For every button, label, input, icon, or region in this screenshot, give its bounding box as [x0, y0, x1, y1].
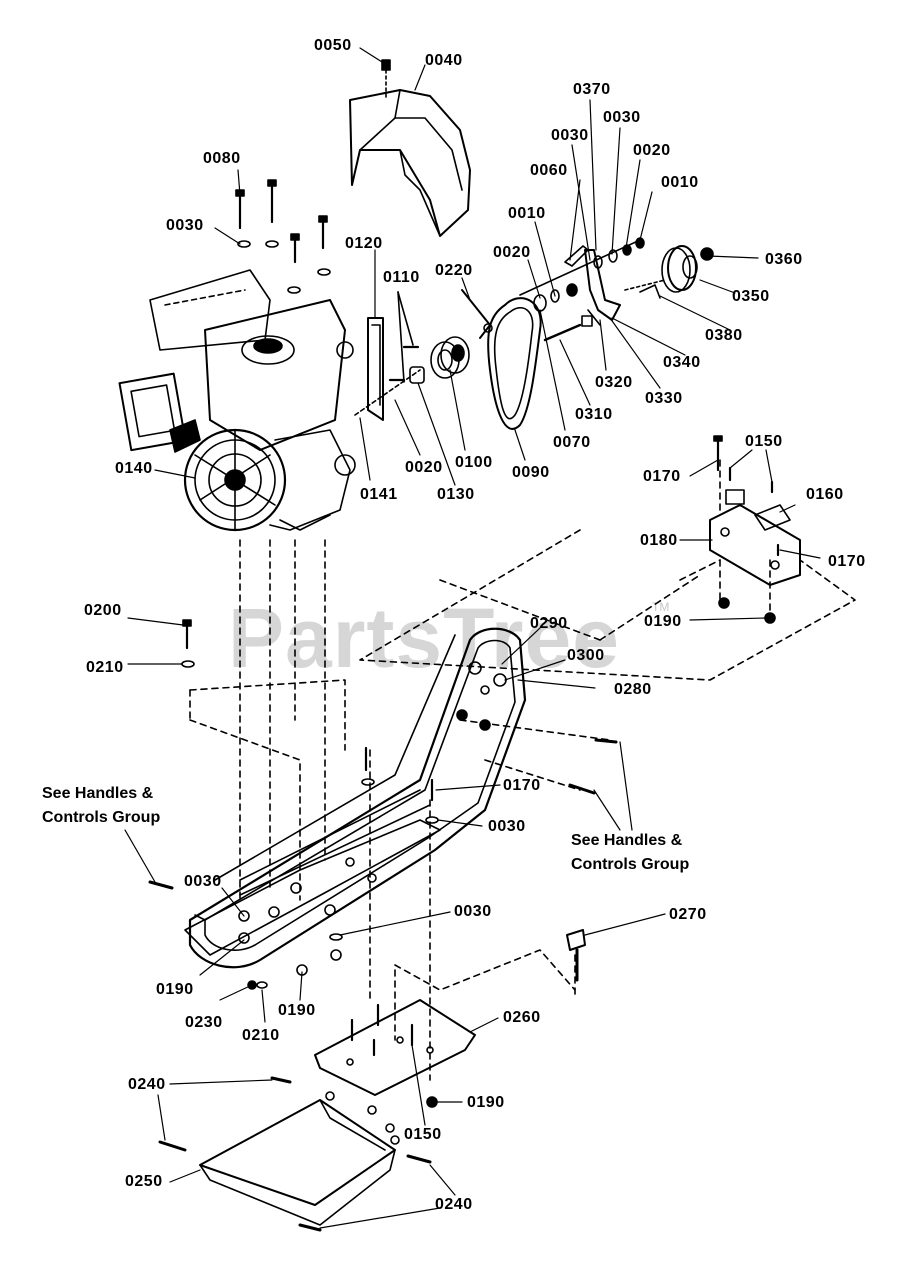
callout-0090[interactable]: 0090	[512, 464, 550, 481]
callout-0130[interactable]: 0130	[437, 486, 475, 503]
callout-0240-b[interactable]: 0240	[435, 1196, 473, 1213]
crankshaft-parts	[354, 336, 470, 416]
callout-0190-b[interactable]: 0190	[156, 981, 194, 998]
callout-0180[interactable]: 0180	[640, 532, 678, 549]
callout-0330[interactable]: 0330	[645, 390, 683, 407]
callout-0020-a[interactable]: 0020	[633, 142, 671, 159]
callout-0150-a[interactable]: 0150	[745, 433, 783, 450]
screws-0110	[388, 291, 420, 383]
callout-0110[interactable]: 0110	[383, 269, 420, 286]
callout-0020-b[interactable]: 0020	[493, 244, 531, 261]
callout-0100[interactable]: 0100	[455, 454, 493, 471]
callout-0230[interactable]: 0230	[185, 1014, 223, 1031]
callout-0160[interactable]: 0160	[806, 486, 844, 503]
callout-0200[interactable]: 0200	[84, 602, 122, 619]
washers-0230	[247, 980, 268, 990]
callout-0050[interactable]: 0050	[314, 37, 352, 54]
callout-0280[interactable]: 0280	[614, 681, 652, 698]
callout-0020-c[interactable]: 0020	[405, 459, 443, 476]
skid-plate-0260	[314, 999, 476, 1115]
callout-0030-a[interactable]: 0030	[603, 109, 641, 126]
callout-0010-b[interactable]: 0010	[508, 205, 546, 222]
callout-0010-a[interactable]: 0010	[661, 174, 699, 191]
callout-0240-a[interactable]: 0240	[128, 1076, 166, 1093]
bolt-0200	[181, 619, 195, 668]
knob-0270	[566, 929, 586, 982]
callout-0290[interactable]: 0290	[530, 615, 568, 632]
callout-0360[interactable]: 0360	[765, 251, 803, 268]
frame-base	[184, 789, 441, 956]
callout-0070[interactable]: 0070	[553, 434, 591, 451]
belt-keeper-0220	[461, 289, 493, 339]
callout-0140[interactable]: 0140	[115, 460, 153, 477]
callout-0370[interactable]: 0370	[573, 81, 611, 98]
callout-0270[interactable]: 0270	[669, 906, 707, 923]
note-left-line1: See Handles &	[42, 785, 154, 802]
callout-0320[interactable]: 0320	[595, 374, 633, 391]
callout-0170-b[interactable]: 0170	[828, 553, 866, 570]
callout-0170-a[interactable]: 0170	[643, 468, 681, 485]
pulley-bracket	[367, 317, 384, 421]
belt-guard	[349, 89, 471, 237]
callout-0350[interactable]: 0350	[732, 288, 770, 305]
callout-0210-b[interactable]: 0210	[242, 1027, 280, 1044]
callout-0190-a[interactable]: 0190	[644, 613, 682, 630]
callout-0030-b[interactable]: 0030	[551, 127, 589, 144]
callout-0220[interactable]: 0220	[435, 262, 473, 279]
callout-0300[interactable]: 0300	[567, 647, 605, 664]
alignment-lines	[189, 459, 856, 1081]
callout-0190-c[interactable]: 0190	[278, 1002, 316, 1019]
callout-0040[interactable]: 0040	[425, 52, 463, 69]
callout-0120[interactable]: 0120	[345, 235, 383, 252]
idler-assembly	[519, 237, 714, 342]
callout-0310[interactable]: 0310	[575, 406, 613, 423]
note-left-line2: Controls Group	[42, 809, 161, 826]
callout-0380[interactable]: 0380	[705, 327, 743, 344]
note-right-line1: See Handles &	[571, 832, 683, 849]
callout-0030-f[interactable]: 0030	[454, 903, 492, 920]
callout-0030-c[interactable]: 0030	[166, 217, 204, 234]
callout-0250[interactable]: 0250	[125, 1173, 163, 1190]
belt-0090	[487, 297, 542, 430]
screw-0050	[381, 59, 391, 101]
callout-0080[interactable]: 0080	[203, 150, 241, 167]
watermark: PartsTree	[228, 591, 620, 685]
scraper-0250	[158, 1076, 432, 1232]
left-handle-bolt	[148, 880, 174, 890]
callout-0260[interactable]: 0260	[503, 1009, 541, 1026]
note-handles-left[interactable]: See Handles & Controls Group	[42, 782, 160, 830]
callout-0030-d[interactable]: 0030	[488, 818, 526, 835]
callout-0030-e[interactable]: 0030	[184, 873, 222, 890]
note-handles-right[interactable]: See Handles & Controls Group	[571, 829, 689, 877]
callout-0150-b[interactable]: 0150	[404, 1126, 442, 1143]
callout-0060[interactable]: 0060	[530, 162, 568, 179]
engine-0140	[118, 269, 356, 532]
callout-0210-a[interactable]: 0210	[86, 659, 124, 676]
callout-0190-d[interactable]: 0190	[467, 1094, 505, 1111]
engine-bolts	[235, 179, 331, 294]
bracket-0180	[709, 435, 801, 624]
leader-lines	[124, 47, 821, 1229]
callout-0141[interactable]: 0141	[360, 486, 398, 503]
frame-0280	[188, 627, 527, 969]
note-right-line2: Controls Group	[571, 856, 690, 873]
callout-0170-c[interactable]: 0170	[503, 777, 541, 794]
callout-0340[interactable]: 0340	[663, 354, 701, 371]
